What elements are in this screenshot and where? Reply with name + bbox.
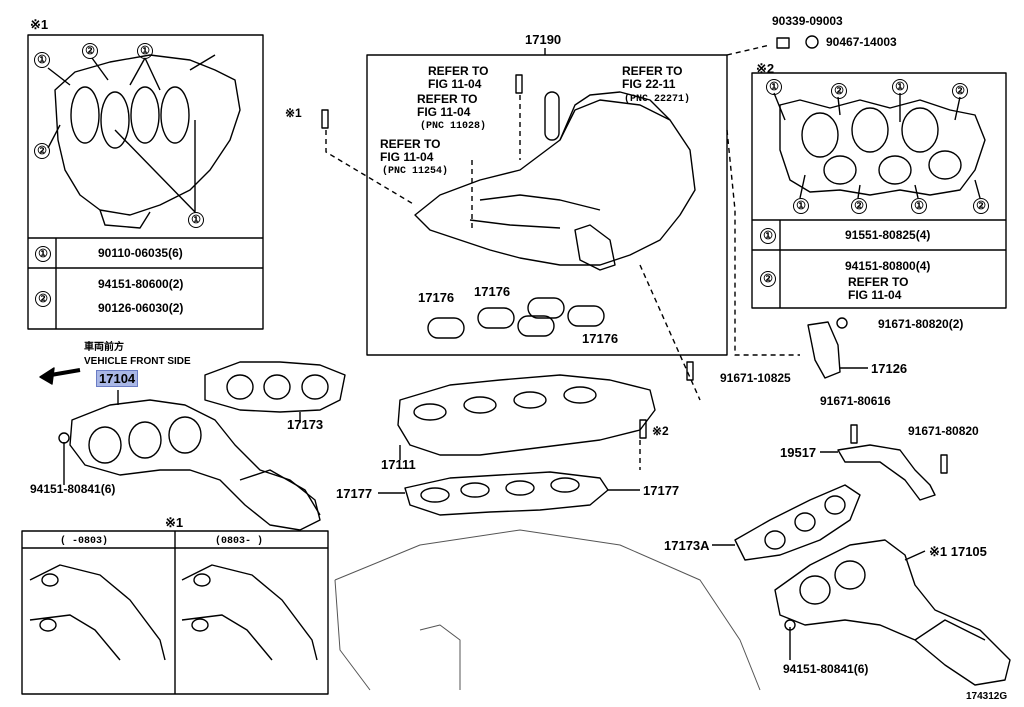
note-marker-1: ※1 <box>30 17 49 32</box>
part-90339-09003[interactable]: 90339-09003 <box>772 14 843 28</box>
ref4-line-b[interactable]: FIG 11-04 <box>380 150 434 164</box>
part-17105[interactable]: ※1 17105 <box>929 544 987 559</box>
front-label-en: VEHICLE FRONT SIDE <box>84 356 191 367</box>
part-94151-80600[interactable]: 94151-80600(2) <box>98 277 184 291</box>
part-91671-80820[interactable]: 91671-80820 <box>908 424 979 438</box>
ref3-line-c: (PNC 22271) <box>624 94 691 105</box>
box1-callout-2a: ② <box>82 43 98 59</box>
callout-2: ② <box>35 291 51 307</box>
callout-box-2 <box>751 72 1007 309</box>
box2-c2c: ② <box>851 198 867 214</box>
part-91671-80820-2[interactable]: 91671-80820(2) <box>878 317 964 331</box>
part-17176-bottom[interactable]: 17176 <box>582 331 619 346</box>
box2-c2a: ② <box>831 83 847 99</box>
part-17173[interactable]: 17173 <box>287 417 324 432</box>
front-label-jp: 車両前方 <box>84 342 124 353</box>
part-90126-06030[interactable]: 90126-06030(2) <box>98 301 184 315</box>
part-17190[interactable]: 17190 <box>525 32 562 47</box>
part-17126[interactable]: 17126 <box>871 361 908 376</box>
ref4-line-c: (PNC 11254) <box>382 166 449 177</box>
box2-c1d: ① <box>911 198 927 214</box>
ref1-line-b[interactable]: FIG 11-04 <box>428 77 482 91</box>
note-marker-1-bolt: ※1 <box>285 106 302 120</box>
box2-c2b: ② <box>952 83 968 99</box>
part-17104[interactable]: 17104 <box>96 370 139 387</box>
note-marker-2: ※2 <box>756 61 775 76</box>
box1-callout-1a: ① <box>34 52 50 68</box>
box2-c1b: ① <box>892 79 908 95</box>
box2-ref-b[interactable]: FIG 11-04 <box>848 288 902 302</box>
part-90110-06035[interactable]: 90110-06035(6) <box>98 246 183 260</box>
box2-c2d: ② <box>973 198 989 214</box>
part-17111[interactable]: 17111 <box>381 457 416 472</box>
part-94151-80841-right[interactable]: 94151-80841(6) <box>783 662 869 676</box>
part-19517[interactable]: 19517 <box>780 445 817 460</box>
box2-callout-1: ① <box>760 228 776 244</box>
inset-col1-label: ( -0803) <box>60 536 109 547</box>
box1-callout-1b: ① <box>137 43 153 59</box>
part-90467-14003[interactable]: 90467-14003 <box>826 35 897 49</box>
box2-c1c: ① <box>793 198 809 214</box>
box2-c1a: ① <box>766 79 782 95</box>
diagram-id: 174312G <box>966 691 1008 702</box>
ref3-line-b[interactable]: FIG 22-11 <box>622 77 676 91</box>
ref2-line-b[interactable]: FIG 11-04 <box>417 105 471 119</box>
part-94151-80841-left[interactable]: 94151-80841(6) <box>30 482 116 496</box>
part-17177-right[interactable]: 17177 <box>643 483 680 498</box>
ref2-line-c: (PNC 11028) <box>420 121 487 132</box>
note-marker-2-bolt: ※2 <box>652 424 669 438</box>
ref2-line-a: REFER TO <box>417 92 478 106</box>
box2-ref-a: REFER TO <box>848 275 909 289</box>
ref1-line-a: REFER TO <box>428 64 489 78</box>
inset-note: ※1 <box>165 515 184 530</box>
box1-callout-2b: ② <box>34 143 50 159</box>
part-91551-80825[interactable]: 91551-80825(4) <box>845 228 931 242</box>
part-91671-10825[interactable]: 91671-10825 <box>720 371 791 385</box>
part-17173A[interactable]: 17173A <box>664 538 710 553</box>
callout-1: ① <box>35 246 51 262</box>
ref3-line-a: REFER TO <box>622 64 683 78</box>
inset-col2-label: (0803- ) <box>215 536 264 547</box>
part-91671-80616[interactable]: 91671-80616 <box>820 394 891 408</box>
ref4-line-a: REFER TO <box>380 137 441 151</box>
callout-box-1 <box>27 34 264 330</box>
intake-manifold-box <box>366 54 728 356</box>
part-17176-left[interactable]: 17176 <box>418 290 455 305</box>
part-17176-mid[interactable]: 17176 <box>474 284 511 299</box>
part-17177-left[interactable]: 17177 <box>336 486 373 501</box>
box1-callout-1c: ① <box>188 212 204 228</box>
box2-callout-2: ② <box>760 271 776 287</box>
part-94151-80800[interactable]: 94151-80800(4) <box>845 259 931 273</box>
